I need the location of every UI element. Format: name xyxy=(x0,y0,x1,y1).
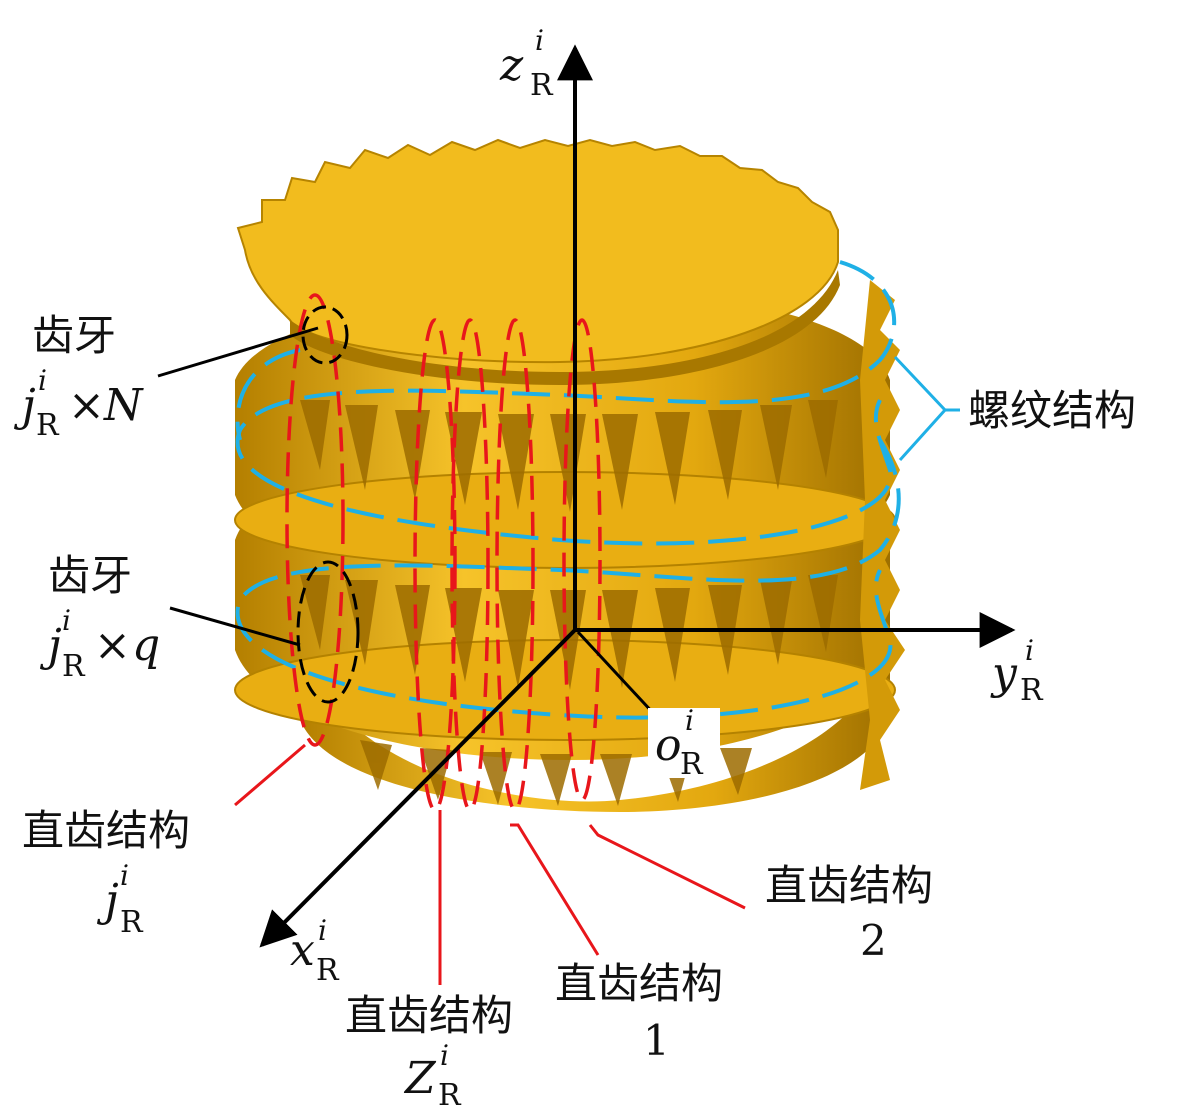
x-axis-base: x xyxy=(290,925,315,976)
leader-tooth-top xyxy=(157,326,319,378)
leader-thread xyxy=(893,355,960,462)
tooth-mid-title: 齿牙 xyxy=(48,551,132,600)
spur-j-sup: i xyxy=(120,859,129,892)
leader-spur-2 xyxy=(588,824,746,910)
spur-j-title: 直齿结构 xyxy=(22,806,190,855)
spur-2-num: 2 xyxy=(860,916,887,965)
spur-z-sub: R xyxy=(438,1078,462,1113)
tooth-top-sub: R xyxy=(36,408,60,443)
spur-loop-2 xyxy=(413,318,457,812)
gear-right-teeth xyxy=(860,280,905,790)
leader-tooth-mid xyxy=(169,606,301,647)
origin-label: o i R xyxy=(648,704,720,782)
spur-j-sym: j xyxy=(96,875,119,926)
axes xyxy=(259,44,1016,948)
spur-loop-1 xyxy=(285,293,345,747)
tooth-marker-mid xyxy=(296,560,360,704)
tooth-top-times: × xyxy=(68,380,105,431)
spur-structures xyxy=(285,293,602,812)
tooth-mid-factor: q xyxy=(132,620,160,671)
spur-1-title: 直齿结构 xyxy=(555,959,723,1008)
x-axis-label: x i R xyxy=(290,914,340,988)
tooth-top-sup: i xyxy=(38,364,47,397)
tooth-mid-times: × xyxy=(94,620,131,671)
tooth-top-sym: j xyxy=(13,380,36,431)
spur-z-sym: Z xyxy=(403,1053,437,1104)
spur-2-label: 直齿结构 2 xyxy=(765,861,933,965)
spur-z-title: 直齿结构 xyxy=(345,991,513,1040)
x-axis-sup: i xyxy=(318,914,327,947)
origin-sup: i xyxy=(685,704,694,737)
z-axis-sup: i xyxy=(535,24,544,57)
spur-2-title: 直齿结构 xyxy=(765,861,933,910)
z-axis-sub: R xyxy=(530,68,554,103)
y-axis-base: y xyxy=(990,648,1018,699)
z-axis-base: z xyxy=(499,40,524,91)
origin-base: o xyxy=(655,720,682,771)
spur-z-sup: i xyxy=(440,1039,449,1072)
leader-spur-1 xyxy=(510,823,600,956)
spur-loop-3 xyxy=(450,318,490,812)
spur-1-num: 1 xyxy=(643,1016,670,1065)
z-axis-label: z i R xyxy=(499,24,554,103)
leader-origin xyxy=(576,630,657,717)
spur-loop-5 xyxy=(562,318,602,802)
tooth-mid-sub: R xyxy=(62,649,86,684)
tooth-top-factor: N xyxy=(103,380,144,431)
y-axis-sub: R xyxy=(1020,673,1044,708)
tooth-top-title: 齿牙 xyxy=(32,311,116,360)
x-axis xyxy=(259,628,577,948)
helical-gear xyxy=(234,138,905,812)
leader-lines xyxy=(157,326,960,985)
origin-sub: R xyxy=(680,747,704,782)
tooth-mid-sym: j xyxy=(39,620,62,671)
y-axis-sup: i xyxy=(1025,634,1034,667)
spur-j-sub: R xyxy=(120,905,144,940)
spur-1-label: 直齿结构 1 xyxy=(555,959,723,1065)
leader-spur-j xyxy=(234,743,306,807)
spur-z-label: 直齿结构 Z i R xyxy=(345,991,513,1113)
tooth-top-label: 齿牙 j i R × N xyxy=(13,311,144,443)
spur-loop-4 xyxy=(495,318,535,812)
tooth-mid-label: 齿牙 j i R × q xyxy=(39,551,160,684)
spur-j-label: 直齿结构 j i R xyxy=(22,806,190,940)
thread-label: 螺纹结构 xyxy=(968,386,1136,435)
thread-helix xyxy=(235,260,901,720)
tooth-mid-sup: i xyxy=(62,604,71,637)
tooth-marker-top xyxy=(301,305,349,365)
x-axis-sub: R xyxy=(316,953,340,988)
y-axis-label: y i R xyxy=(990,634,1044,708)
